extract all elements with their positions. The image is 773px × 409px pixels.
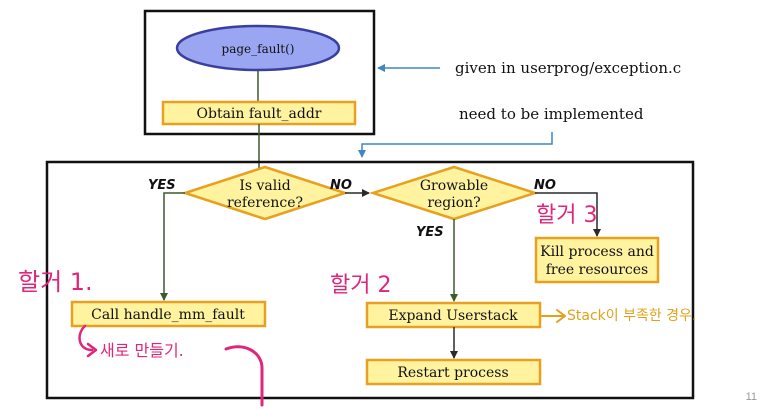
growable-yes-label: YES bbox=[416, 225, 444, 240]
given-annotation: given in userprog/exception.c bbox=[455, 59, 681, 77]
pink-arrow-head bbox=[86, 342, 98, 358]
implement-annotation: need to be implemented bbox=[459, 105, 644, 123]
valid-yes-arrow bbox=[160, 192, 185, 301]
stack-note-handwriting: Stack이 부족한 경우. bbox=[567, 308, 696, 324]
page-fault-label: page_fault() bbox=[222, 42, 295, 56]
obtain-fault-addr-label: Obtain fault_addr bbox=[197, 106, 322, 122]
expand-userstack-box bbox=[365, 301, 542, 329]
expand-userstack-label: Expand Userstack bbox=[388, 308, 518, 324]
restart-process-box bbox=[365, 358, 542, 386]
pink-curl-stroke bbox=[78, 324, 94, 352]
todo3-handwriting: 할거 3 bbox=[536, 203, 597, 228]
valid-reference-line1: Is valid bbox=[239, 178, 290, 194]
new-make-handwriting: 새로 만들기. bbox=[100, 341, 184, 360]
valid-no-label: NO bbox=[330, 178, 352, 193]
kill-process-line1: Kill process and bbox=[540, 244, 654, 260]
growable-no-label: NO bbox=[534, 178, 556, 193]
growable-region-line1: Growable bbox=[420, 178, 488, 194]
orange-arrow-head bbox=[556, 309, 566, 323]
valid-reference-diamond bbox=[180, 165, 350, 221]
growable-region-line2: region? bbox=[427, 195, 480, 211]
call-handle-mm-fault-box bbox=[70, 300, 267, 328]
pink-hook-stroke bbox=[224, 345, 264, 407]
implementation-frame bbox=[45, 160, 695, 400]
restart-process-label: Restart process bbox=[397, 365, 508, 381]
valid-yes-label: YES bbox=[148, 178, 176, 193]
todo2-handwriting: 할거 2 bbox=[330, 273, 391, 298]
kill-process-line2: free resources bbox=[546, 262, 649, 278]
valid-reference-line2: reference? bbox=[227, 195, 303, 211]
page-number: 11 bbox=[746, 391, 757, 403]
call-handle-mm-fault-label: Call handle_mm_fault bbox=[91, 307, 245, 323]
implement-annotation-arrow bbox=[358, 132, 553, 158]
kill-process-box bbox=[534, 236, 660, 284]
growable-no-arrow bbox=[535, 192, 601, 237]
todo1-handwriting: 할거 1. bbox=[18, 268, 93, 296]
